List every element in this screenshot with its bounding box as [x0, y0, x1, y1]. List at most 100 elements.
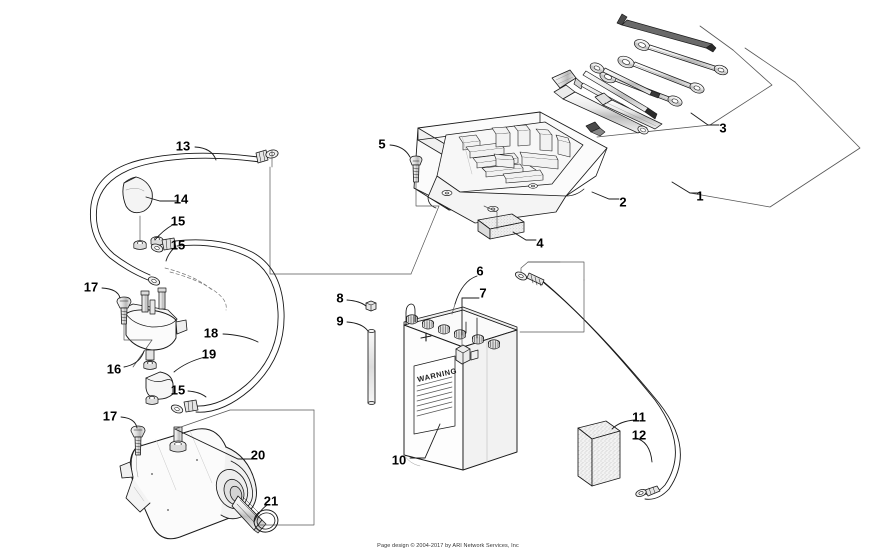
callout-leader-line	[690, 112, 720, 126]
callout-number: 17	[103, 408, 117, 423]
callout-leader-line	[222, 333, 259, 343]
callout-leader-line	[145, 196, 178, 202]
solenoid-mounting-bolt-icon	[116, 296, 132, 325]
callout-leader-line	[187, 390, 207, 398]
callout-terminal-boot-cover: 14	[145, 191, 189, 206]
starter-solenoid-group	[121, 287, 188, 370]
open-end-wrench-1-icon	[633, 39, 729, 76]
starter-motor-group	[119, 426, 267, 540]
callout-tray-mounting-screw: 5	[378, 136, 411, 158]
terminal-nut-lower-icon	[145, 395, 159, 405]
callout-leader-line	[194, 146, 217, 161]
callout-battery-vent-cap: 6	[454, 263, 484, 305]
callout-number: 2	[619, 194, 626, 209]
hidden-cable-path-2	[164, 267, 213, 291]
callout-number: 14	[174, 191, 189, 206]
callout-leader-line	[174, 428, 255, 460]
callout-number: 4	[536, 235, 544, 250]
callout-terminal-nut: 15	[154, 213, 185, 241]
ground-cable-bracket	[527, 261, 585, 281]
starter-cable-terminal-lower	[170, 399, 199, 414]
copyright-footer: Page design © 2004-2017 by ARI Network S…	[377, 543, 519, 549]
open-end-wrench-2-icon	[617, 55, 705, 94]
tool-set-bracket	[596, 25, 773, 138]
callout-starter-motor: 20	[174, 428, 265, 462]
callout-battery-positive-cable: 13	[176, 138, 217, 161]
battery-positive-terminal	[405, 303, 416, 325]
callout-number: 16	[107, 361, 121, 376]
callout-battery: 10	[392, 423, 441, 467]
callout-battery-terminal-bolt: 7	[461, 285, 487, 336]
battery-group: WARNING	[403, 303, 518, 471]
callout-leader-line	[389, 144, 411, 158]
callout-leader-line	[634, 437, 653, 463]
starter-mounting-bolt-icon	[130, 425, 146, 456]
callout-number: 9	[336, 313, 343, 328]
callout-leader-line	[165, 247, 175, 262]
callout-starter-mounting-bolt: 17	[103, 408, 138, 429]
callout-number: 15	[171, 237, 185, 252]
callout-tool-tray: 2	[591, 191, 627, 209]
callout-foam-pad-tray: 4	[512, 231, 544, 250]
callout-number: 15	[171, 382, 185, 397]
callout-leader-line	[154, 223, 175, 241]
callout-solenoid-mounting-bolt: 17	[84, 279, 121, 299]
screw-alignment-line	[415, 181, 440, 207]
callout-number: 13	[176, 138, 190, 153]
callout-starter-cable: 18	[204, 325, 259, 343]
callout-number: 5	[378, 136, 385, 151]
callout-starter-o-ring: 21	[253, 493, 278, 523]
starter-o-ring-icon	[253, 509, 279, 533]
battery-group-leader	[269, 166, 412, 275]
extension-bar-icon	[585, 92, 663, 137]
callout-tool-set: 3	[690, 112, 727, 135]
ground-cable-bracket-2	[519, 279, 585, 333]
vent-tube-nut-icon	[365, 300, 377, 312]
callout-leader-line	[591, 191, 620, 200]
callout-number: 3	[719, 120, 726, 135]
callout-leader-line	[123, 350, 145, 368]
callout-number: 12	[632, 427, 646, 442]
foam-pad-alignment-line	[483, 205, 498, 230]
hidden-cable-path	[169, 271, 227, 311]
callout-number: 17	[84, 279, 98, 294]
callout-terminal-nut-lower: 15	[171, 382, 207, 398]
callout-leader-line	[611, 419, 636, 430]
callout-terminal-nut-solenoid: 15	[165, 237, 185, 262]
callout-number: 20	[251, 447, 265, 462]
battery-foam-pad-icon	[577, 420, 621, 487]
open-end-wrench-4-icon	[589, 62, 661, 99]
screwdriver-shaft-icon	[582, 70, 658, 120]
battery-vent-caps	[406, 314, 500, 350]
callout-number: 11	[632, 409, 646, 424]
callout-number: 7	[479, 285, 486, 300]
battery-warning-label: WARNING	[413, 355, 458, 435]
callout-leader-line	[512, 231, 537, 241]
callout-leader-line	[454, 275, 478, 305]
callout-leader-line	[671, 181, 701, 194]
vent-cap-leader-tail	[451, 303, 456, 315]
callout-number: 6	[476, 263, 483, 278]
ground-cable-ring-terminal-top	[514, 271, 545, 287]
callout-cable-terminal-boot: 19	[173, 346, 216, 373]
callout-ground-cable: 12	[632, 427, 653, 463]
callout-battery-foam-pad: 11	[611, 409, 646, 430]
spark-plug-socket-icon	[553, 84, 649, 135]
callout-leader-line	[101, 287, 121, 299]
callout-number: 15	[171, 213, 185, 228]
ground-cable-ring-terminal-bottom	[635, 485, 661, 497]
ground-cable-group	[514, 271, 681, 500]
hex-key-wrench-icon	[616, 13, 717, 53]
callout-number: 19	[202, 346, 216, 361]
terminal-nut-upper-left	[133, 240, 147, 250]
callout-number: 21	[264, 493, 278, 508]
positive-cable-ring-terminal-lower	[147, 276, 161, 286]
battery-vent-tube-icon	[367, 329, 376, 405]
callout-leader-line	[346, 321, 369, 332]
starter-cable-terminal-upper	[150, 237, 177, 253]
starter-group-bracket-line	[174, 409, 315, 430]
callout-leader-line	[120, 416, 138, 429]
battery-negative-terminal	[455, 344, 479, 365]
callout-number: 18	[204, 325, 218, 340]
